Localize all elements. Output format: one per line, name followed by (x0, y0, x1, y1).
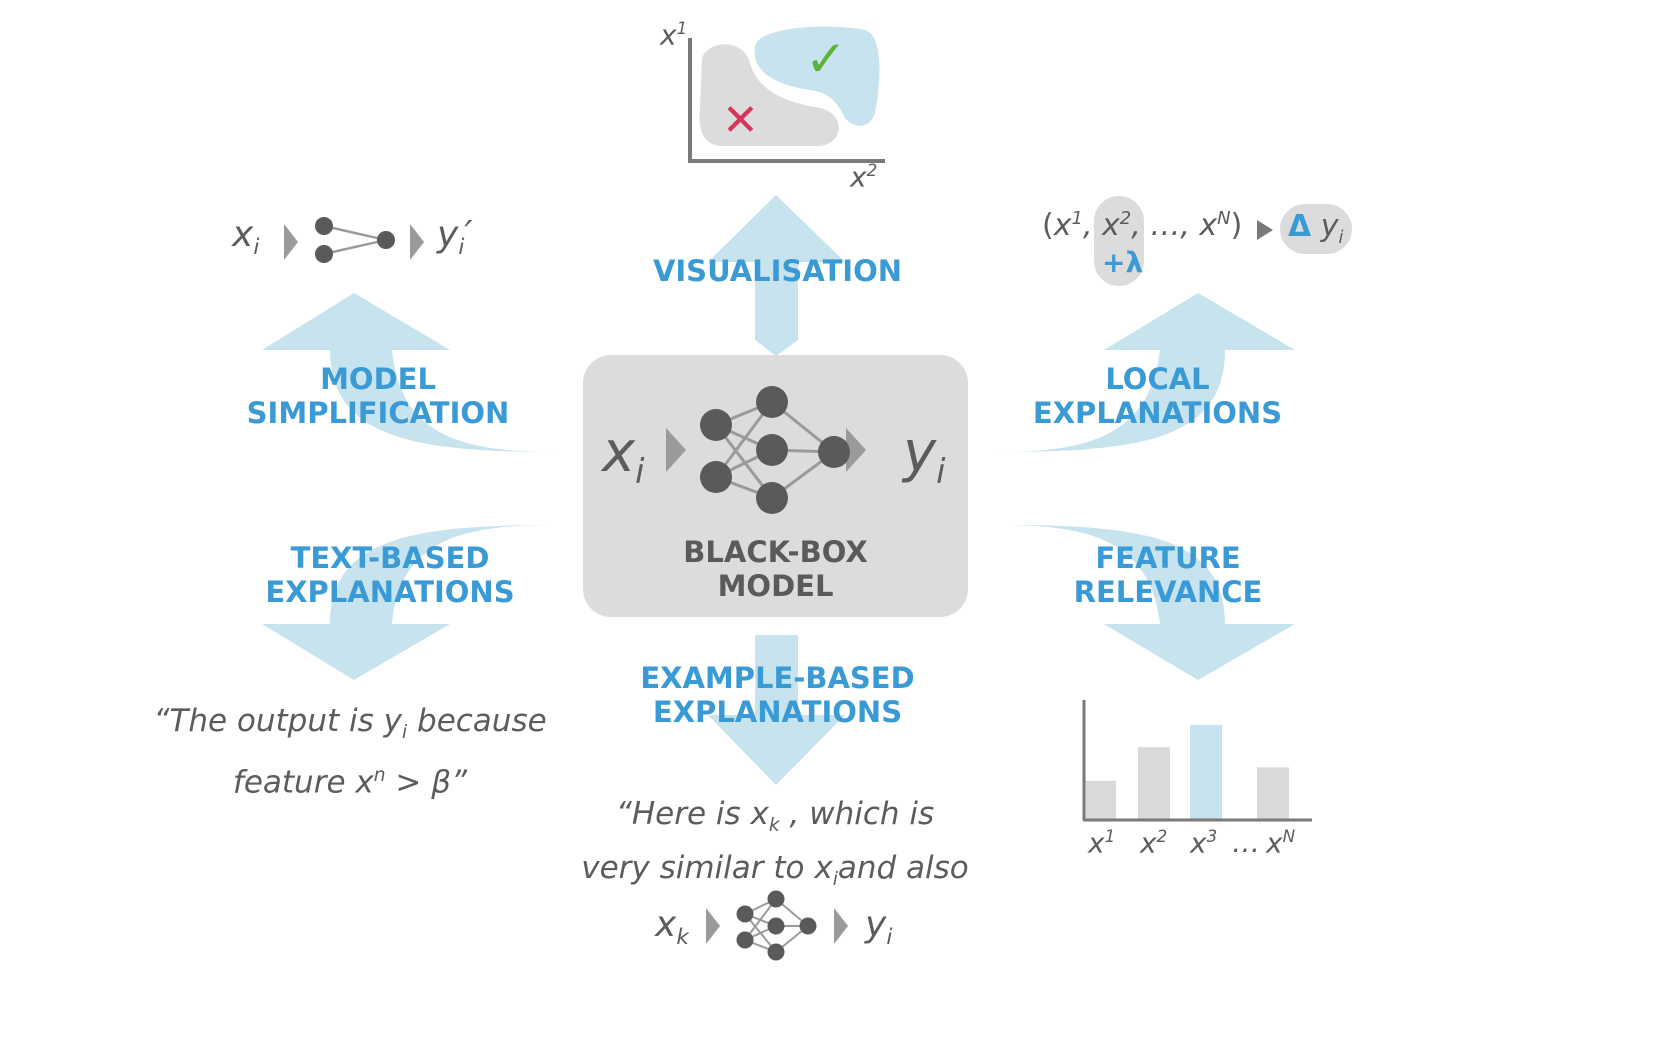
perturbation-label: +λ (1102, 246, 1144, 279)
check-icon: ✓ (805, 30, 847, 88)
local-arrow-icon (1257, 220, 1273, 240)
bar-x1 (1084, 780, 1116, 820)
example-explanation-quote: “Here is xk , which is very similar to x… (581, 796, 969, 891)
tick-label: x2 (1140, 826, 1168, 860)
neural-network-icon (666, 386, 866, 514)
simplified-input: xi (232, 214, 260, 261)
feature-relevance-ticks: x1 x2 x3 …xN (1080, 826, 1320, 866)
visualisation-plot (688, 26, 885, 163)
region-negative (699, 44, 839, 146)
center-input: xi (602, 420, 645, 492)
arrow-model-simplification (262, 293, 558, 452)
arrow-visualisation (708, 195, 845, 356)
tick-label: xN (1266, 826, 1296, 860)
text-explanation-quote: “The output is yi because feature xn > β… (153, 703, 547, 801)
example-input: xk (655, 904, 689, 951)
tick-label: … (1232, 826, 1260, 859)
arrow-example-based (708, 635, 845, 785)
plot-x-label: x2 (850, 160, 878, 194)
bar-x2 (1138, 747, 1170, 820)
simplified-output: yi′ (437, 214, 473, 261)
delta-bubble (1280, 204, 1352, 254)
simplified-model-icon (284, 217, 424, 263)
local-formula: (x1, x2, …, xN) (1042, 208, 1243, 243)
region-positive (754, 26, 880, 126)
perturbation-bubble (1094, 196, 1144, 286)
bar-x3 (1190, 724, 1222, 820)
tick-label: x3 (1190, 826, 1218, 860)
plot-y-label: x1 (660, 18, 688, 52)
arrow-text-based (262, 525, 558, 680)
delta-output: Δ yi (1288, 209, 1344, 248)
tick-label: x1 (1088, 826, 1116, 860)
arrow-local-explanations (998, 293, 1295, 452)
example-output: yi (865, 904, 893, 951)
arrow-feature-relevance (998, 525, 1295, 680)
example-network-icon (706, 890, 848, 961)
feature-relevance-chart (1082, 700, 1312, 822)
center-output: yi (903, 420, 946, 492)
bar-xN (1257, 767, 1289, 820)
cross-icon: ✕ (722, 95, 759, 146)
label-visualisation: VISUALISATION (652, 254, 903, 288)
